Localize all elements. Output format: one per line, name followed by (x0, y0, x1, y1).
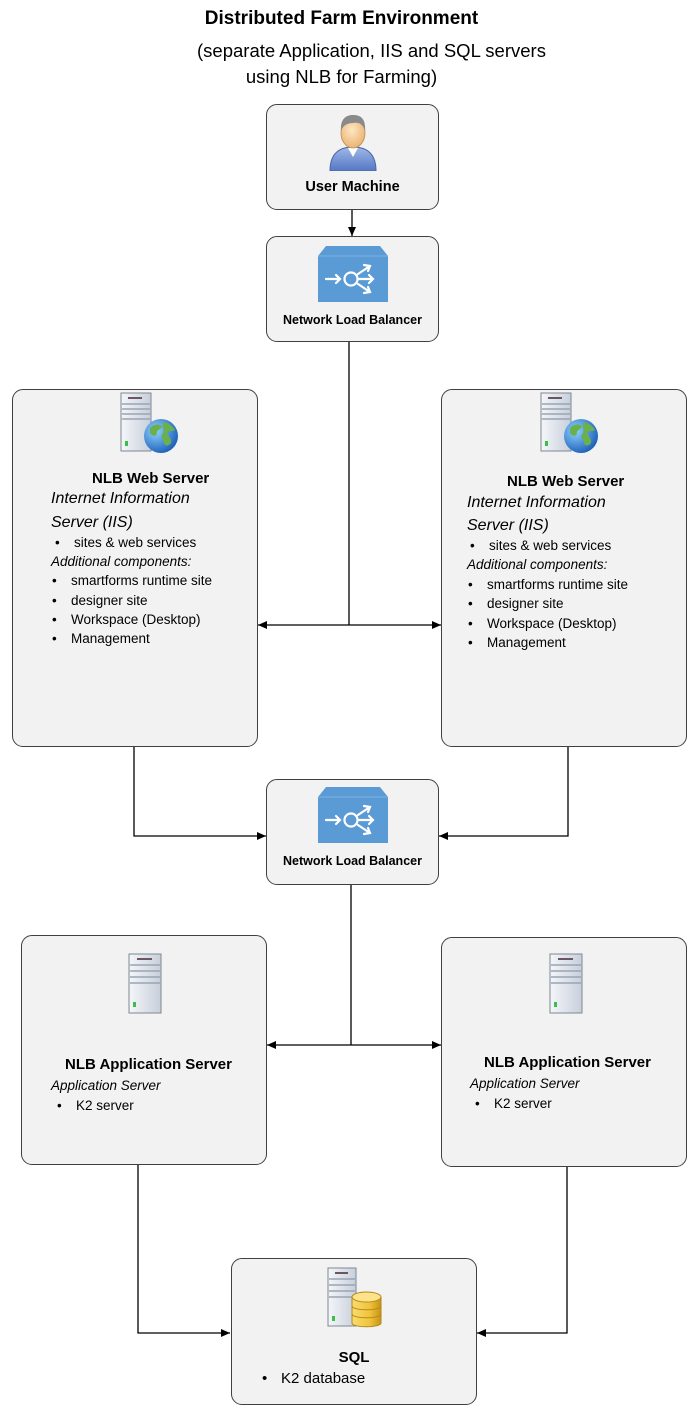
database-server-icon (327, 1267, 382, 1328)
web-server-globe-icon (540, 392, 598, 453)
nlb-top-label: Network Load Balancer (283, 313, 422, 327)
connector-app-left-to-sql (137, 1165, 230, 1337)
web-server-left-item: smartforms runtime site (52, 573, 212, 588)
app-server-right-item: K2 server (475, 1096, 552, 1111)
nlb-top-node: Network Load Balancer (266, 236, 439, 342)
web-server-left-item: Workspace (Desktop) (52, 612, 200, 627)
web-server-left-subtitle-1: Internet Information (51, 490, 190, 507)
web-server-right-primary-item: sites & web services (470, 538, 611, 553)
server-icon (128, 953, 162, 1014)
web-server-right-item: Workspace (Desktop) (468, 616, 616, 631)
web-server-left-additional-label: Additional components: (51, 554, 192, 569)
sql-item: K2 database (262, 1370, 365, 1387)
diagram-subtitle-line-2: using NLB for Farming) (245, 66, 438, 87)
sql-node: SQL K2 database (231, 1258, 477, 1405)
load-balancer-icon (318, 787, 388, 843)
web-server-right-additional-label: Additional components: (467, 557, 608, 572)
web-server-right-item: designer site (468, 596, 563, 611)
web-server-left-primary-item: sites & web services (55, 535, 196, 550)
web-server-left-node: NLB Web Server Internet Information Serv… (12, 389, 258, 747)
load-balancer-icon (318, 246, 388, 302)
app-server-left-label: NLB Application Server (65, 1056, 232, 1073)
app-server-right-label: NLB Application Server (484, 1054, 651, 1071)
web-server-right-item: smartforms runtime site (468, 577, 628, 592)
web-server-left-label: NLB Web Server (92, 470, 210, 487)
user-machine-label: User Machine (305, 179, 400, 195)
app-server-left-subtitle: Application Server (51, 1078, 161, 1093)
connector-web-right-to-nlb-mid (439, 747, 569, 840)
diagram-title: Distributed Farm Environment (204, 8, 479, 29)
user-machine-node: User Machine (266, 104, 439, 210)
connector-web-left-to-nlb-mid (133, 747, 266, 840)
web-server-right-subtitle-1: Internet Information (467, 494, 606, 511)
server-icon (549, 953, 583, 1014)
web-server-globe-icon (120, 392, 178, 453)
diagram-subtitle-line-1: (separate Application, IIS and SQL serve… (197, 40, 546, 61)
nlb-middle-label: Network Load Balancer (283, 854, 422, 868)
web-server-right-subtitle-2: Server (IIS) (467, 517, 549, 534)
web-server-right-item: Management (468, 635, 566, 650)
app-server-left-item: K2 server (57, 1098, 134, 1113)
nlb-middle-node: Network Load Balancer (266, 779, 439, 885)
web-server-right-label: NLB Web Server (507, 473, 625, 490)
web-server-right-node: NLB Web Server Internet Information Serv… (441, 389, 687, 747)
web-server-left-item: Management (52, 631, 150, 646)
web-server-left-subtitle-2: Server (IIS) (51, 514, 133, 531)
sql-label: SQL (338, 1349, 370, 1366)
app-server-right-subtitle: Application Server (470, 1076, 580, 1091)
web-server-left-item: designer site (52, 593, 147, 608)
app-server-left-node: NLB Application Server Application Serve… (21, 935, 267, 1165)
user-icon (329, 115, 377, 171)
app-server-right-node: NLB Application Server Application Serve… (441, 937, 687, 1167)
connector-app-right-to-sql (477, 1167, 568, 1337)
